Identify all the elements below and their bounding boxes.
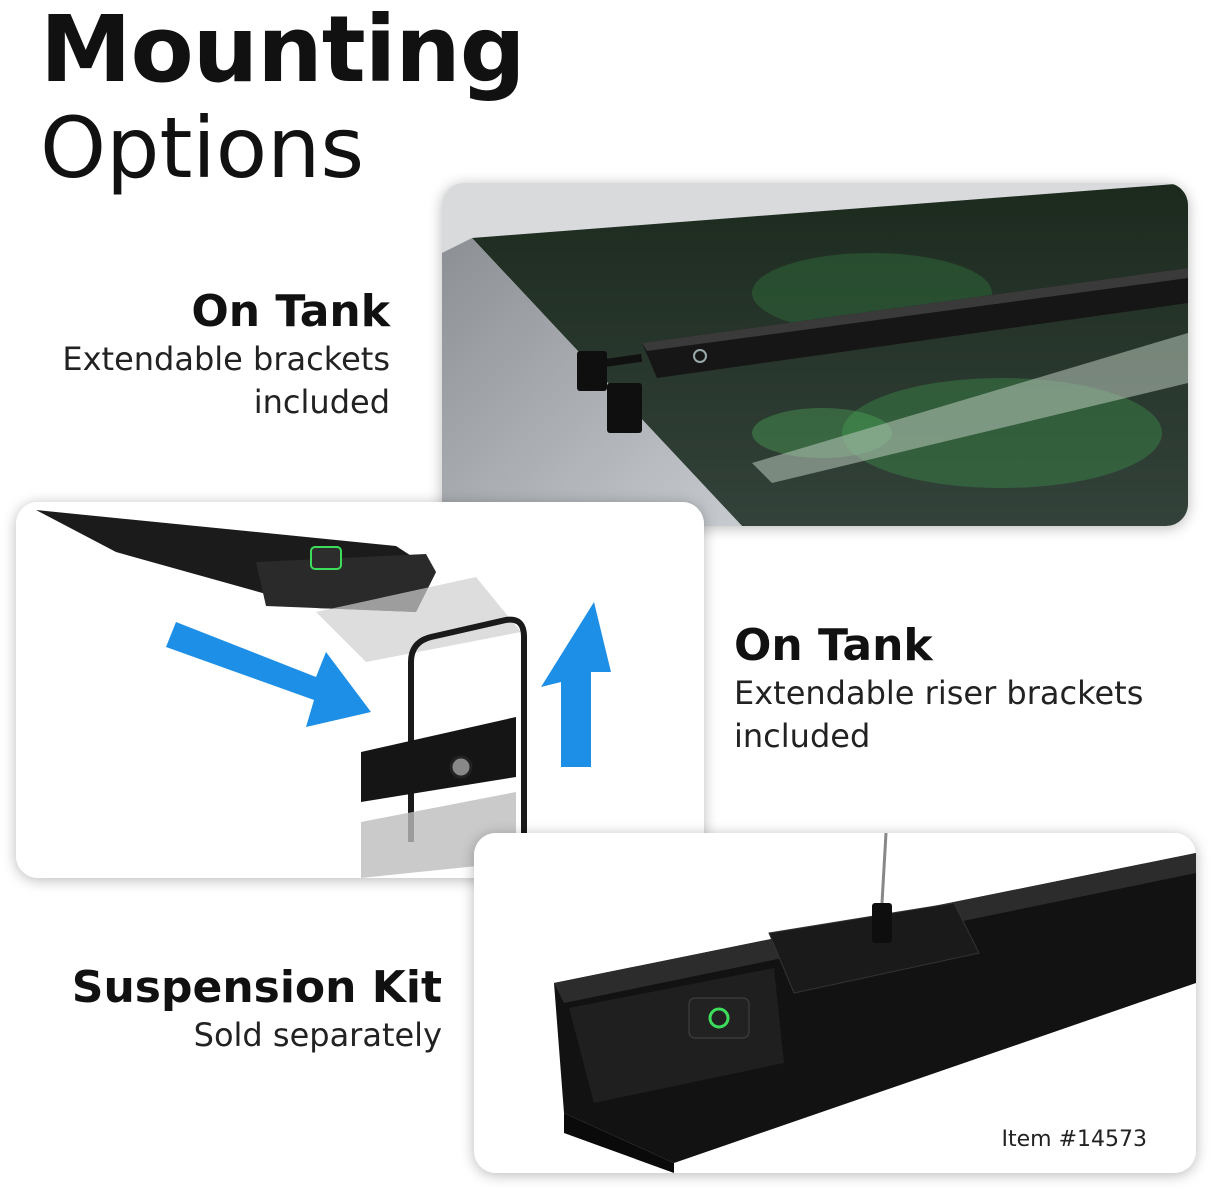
caption-sub: included [253,383,390,421]
caption-heading: On Tank [191,286,390,337]
caption-heading: Suspension Kit [71,962,442,1013]
caption-sub: Extendable brackets [62,340,390,378]
caption-sub: Sold separately [193,1016,442,1054]
title-mounting: Mounting [40,0,526,103]
title-options: Options [40,99,365,197]
caption-sub: included [734,717,871,755]
caption-on-tank-riser: On Tank Extendable riser brackets includ… [734,620,1143,758]
on-tank-image [442,183,1188,526]
caption-on-tank: On Tank Extendable brackets included [62,286,390,424]
suspension-kit-image [474,833,1196,1173]
caption-suspension-kit: Suspension Kit Sold separately [72,962,442,1057]
caption-sub: Extendable riser brackets [734,674,1144,712]
caption-heading: On Tank [734,620,933,671]
riser-bracket-image [16,502,704,878]
item-number: Item #14573 [1001,1127,1148,1152]
